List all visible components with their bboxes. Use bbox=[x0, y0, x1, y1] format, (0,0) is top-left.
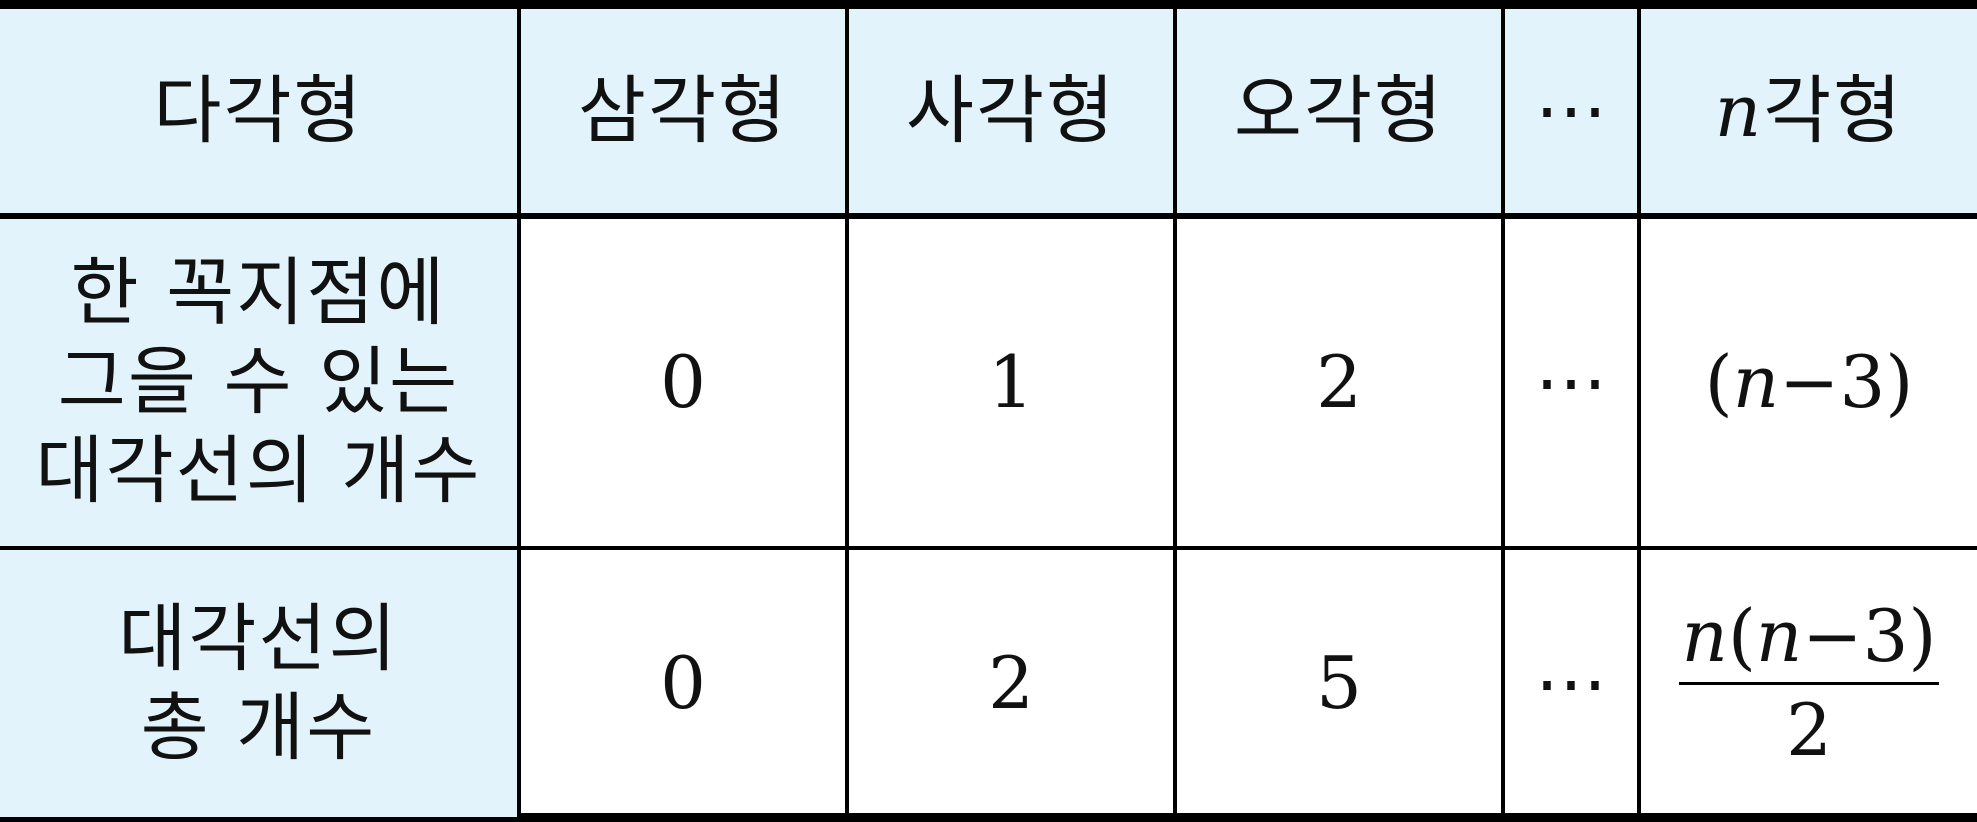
row2-triangle-value: 0 bbox=[517, 548, 849, 817]
row1-ngon-rest: −3) bbox=[1779, 339, 1914, 424]
fraction-bar bbox=[1678, 682, 1939, 685]
diagonals-from-vertex-row: 한 꼭지점에 그을 수 있는 대각선의 개수 0 1 2 ⋯ (n−3) bbox=[0, 216, 1977, 550]
fraction-numerator: n(n−3) bbox=[1673, 593, 1944, 682]
row1-pentagon-value: 2 bbox=[1173, 216, 1505, 550]
row2-ngon-fraction: n(n−3) 2 bbox=[1637, 548, 1977, 817]
numerator-var-1: n bbox=[1681, 593, 1728, 678]
header-ngon: n각형 bbox=[1637, 9, 1977, 219]
row2-label: 대각선의 총 개수 bbox=[0, 548, 521, 817]
row1-ngon-var: n bbox=[1732, 339, 1780, 424]
header-quadrilateral: 사각형 bbox=[845, 9, 1177, 219]
row1-triangle-value: 0 bbox=[517, 216, 849, 550]
header-ellipsis: ⋯ bbox=[1501, 9, 1641, 219]
header-polygon-label: 다각형 bbox=[0, 9, 521, 219]
row2-pentagon-value: 5 bbox=[1173, 548, 1505, 817]
total-diagonals-row: 대각선의 총 개수 0 2 5 ⋯ n(n−3) 2 bbox=[0, 548, 1977, 817]
fraction-denominator: 2 bbox=[1786, 688, 1832, 772]
fraction: n(n−3) 2 bbox=[1673, 593, 1944, 772]
row2-ellipsis: ⋯ bbox=[1501, 548, 1641, 817]
row1-ngon-formula: (n−3) bbox=[1637, 216, 1977, 550]
header-triangle: 삼각형 bbox=[517, 9, 849, 219]
row1-ellipsis: ⋯ bbox=[1501, 216, 1641, 550]
row2-quadrilateral-value: 2 bbox=[845, 548, 1177, 817]
numerator-open-paren: ( bbox=[1727, 593, 1756, 678]
row1-label: 한 꼭지점에 그을 수 있는 대각선의 개수 bbox=[0, 216, 521, 550]
header-pentagon: 오각형 bbox=[1173, 9, 1505, 219]
numerator-var-2: n bbox=[1755, 593, 1803, 678]
numerator-rest: −3) bbox=[1802, 593, 1937, 678]
row1-quadrilateral-value: 1 bbox=[845, 216, 1177, 550]
header-ngon-var: n bbox=[1714, 68, 1764, 153]
header-row: 다각형 삼각형 사각형 오각형 ⋯ n각형 bbox=[0, 9, 1977, 219]
row1-ngon-open-paren: ( bbox=[1704, 339, 1733, 424]
header-ngon-suffix: 각형 bbox=[1763, 67, 1904, 154]
